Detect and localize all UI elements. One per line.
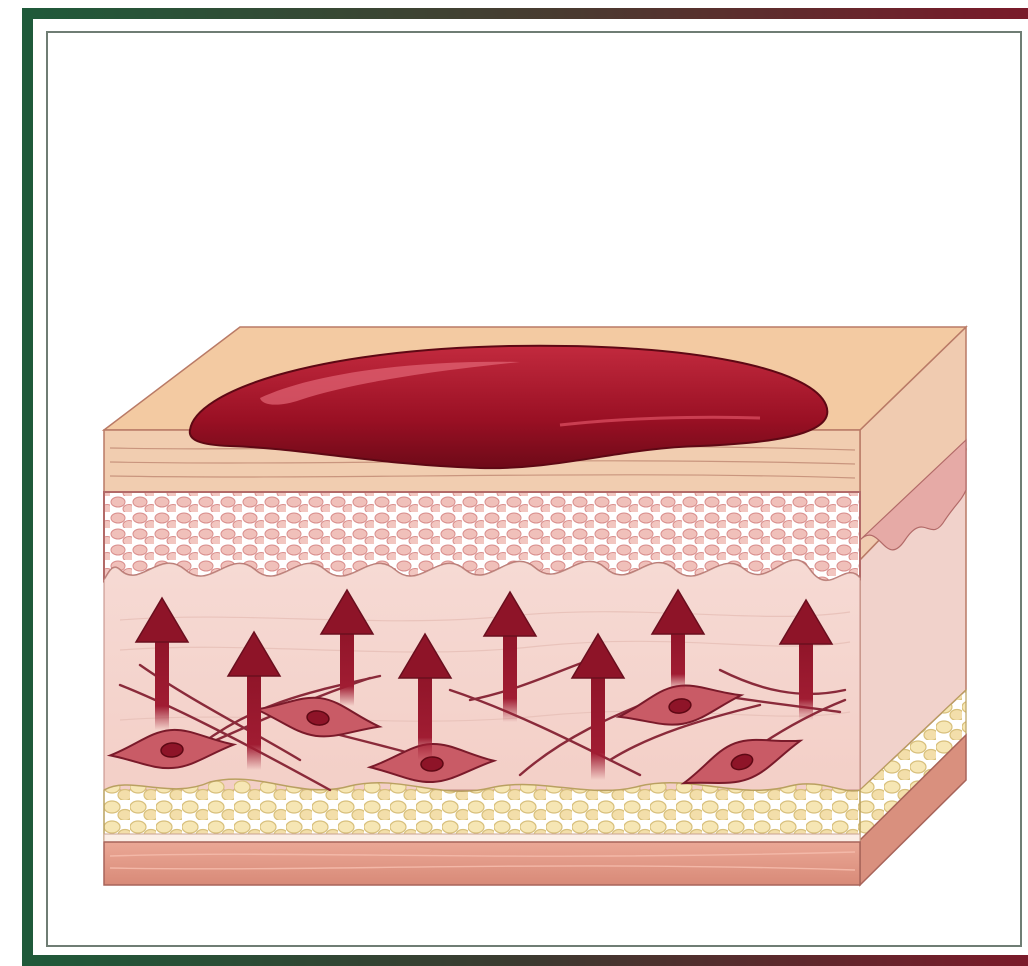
- frame-bar-top-svg: [22, 8, 1028, 19]
- front-cell-layer: [104, 492, 860, 581]
- frame-bar-left-svg: [22, 8, 33, 966]
- front-muscle: [104, 842, 860, 885]
- frame-bar-bottom-svg: [22, 955, 1028, 966]
- front-fascia: [104, 834, 860, 842]
